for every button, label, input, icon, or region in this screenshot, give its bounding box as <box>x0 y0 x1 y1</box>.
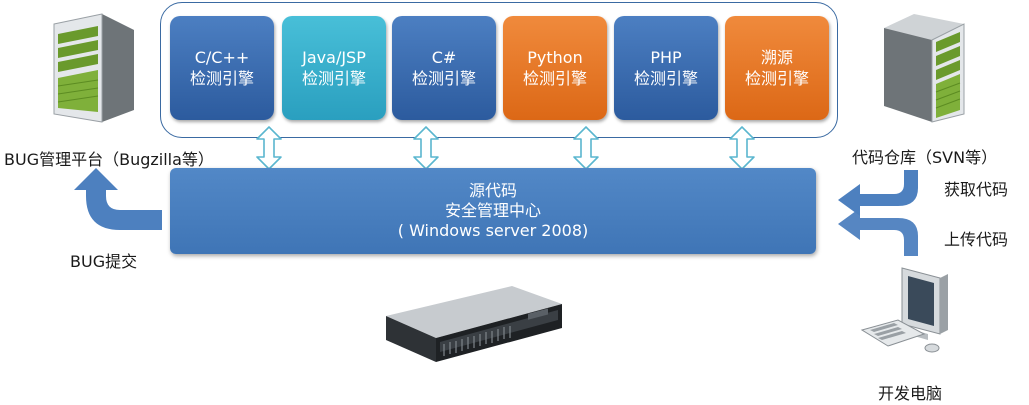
double-arrow-icon <box>256 126 282 170</box>
engine-suffix: 检测引擎 <box>744 69 809 88</box>
engine-python: Python 检测引擎 <box>503 16 607 120</box>
fetch-code-label: 获取代码 <box>944 180 1009 199</box>
desktop-computer-icon <box>858 264 958 360</box>
engine-suffix: 检测引擎 <box>633 69 698 88</box>
engine-lang: Python <box>527 48 583 67</box>
bug-platform-label: BUG管理平台（Bugzilla等） <box>4 150 214 169</box>
engine-lang: PHP <box>650 48 682 67</box>
left-server-tower-icon <box>42 10 142 128</box>
bug-submit-arrow-icon <box>74 168 162 230</box>
engine-suffix: 检测引擎 <box>301 69 366 88</box>
engine-java: Java/JSP 检测引擎 <box>282 16 386 120</box>
center-line1: 源代码 <box>468 181 517 200</box>
security-management-center: 源代码 安全管理中心 ( Windows server 2008) <box>170 168 816 254</box>
engine-lang: C/C++ <box>194 48 250 67</box>
center-line2: 安全管理中心 <box>444 201 541 220</box>
rack-server-icon <box>378 282 568 374</box>
engine-suffix: 检测引擎 <box>411 69 476 88</box>
engine-csharp: C# 检测引擎 <box>392 16 496 120</box>
engine-suffix: 检测引擎 <box>522 69 587 88</box>
engine-lang: C# <box>431 48 457 67</box>
engine-suffix: 检测引擎 <box>189 69 254 88</box>
double-arrow-icon <box>573 126 599 170</box>
engine-cpp: C/C++ 检测引擎 <box>170 16 274 120</box>
double-arrow-icon <box>729 126 755 170</box>
engine-lang: Java/JSP <box>302 48 366 67</box>
fetch-code-arrow-icon <box>838 170 918 256</box>
dev-pc-label: 开发电脑 <box>878 384 943 403</box>
center-line3: ( Windows server 2008) <box>397 221 589 240</box>
engine-php: PHP 检测引擎 <box>614 16 718 120</box>
engine-trace: 溯源 检测引擎 <box>725 16 829 120</box>
double-arrow-icon <box>413 126 439 170</box>
repo-label: 代码仓库（SVN等） <box>852 148 998 167</box>
right-server-tower-icon <box>874 10 974 128</box>
engine-lang: 溯源 <box>760 48 793 67</box>
upload-code-label: 上传代码 <box>944 230 1009 249</box>
bug-submit-label: BUG提交 <box>70 252 138 271</box>
